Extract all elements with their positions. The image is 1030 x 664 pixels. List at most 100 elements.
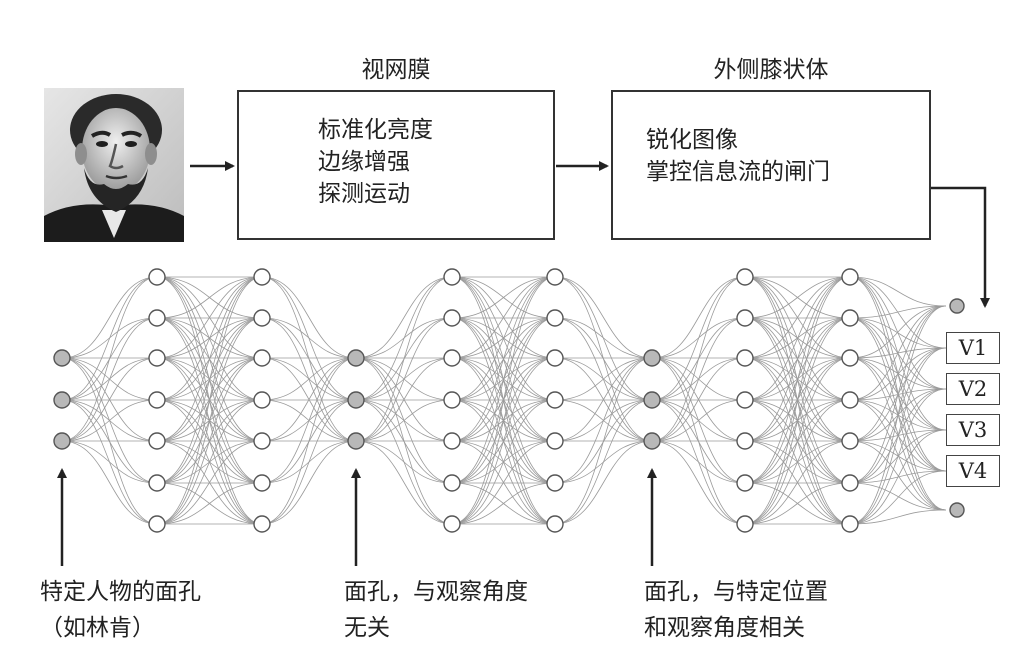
network-node (148, 309, 166, 327)
network-connection (651, 317, 746, 442)
network-connection (61, 440, 158, 525)
network-connection (451, 276, 556, 525)
network-connection (451, 276, 556, 484)
network-connection (849, 440, 947, 511)
network-connection (156, 317, 263, 525)
network-connection (61, 317, 158, 442)
network-connection (744, 482, 851, 525)
network-connection (451, 276, 556, 319)
caption-middle-layer: 面孔，与观察角度 无关 (344, 574, 528, 646)
visual-area-v3: V3 (946, 414, 1000, 446)
network-connection (554, 440, 653, 525)
visual-area-v4: V4 (946, 455, 1000, 487)
network-connection (744, 276, 851, 525)
network-connection (744, 276, 851, 442)
network-connection (156, 276, 263, 525)
network-node (546, 391, 564, 409)
network-connection (355, 440, 453, 484)
network-node (546, 349, 564, 367)
network-node (148, 349, 166, 367)
network-node (736, 391, 754, 409)
caption-right-line-1: 面孔，与特定位置 (644, 579, 828, 605)
network-connection (651, 276, 746, 401)
network-connection (61, 276, 158, 442)
network-node (736, 309, 754, 327)
network-node (736, 474, 754, 492)
network-connection (554, 276, 653, 359)
network-connection (744, 317, 851, 525)
network-connection (355, 357, 453, 442)
network-connection (849, 305, 947, 442)
network-connection (451, 482, 556, 525)
network-node (736, 349, 754, 367)
network-connection (156, 399, 263, 525)
caption-input-line-1: 特定人物的面孔 (40, 579, 201, 605)
network-connection (156, 276, 263, 319)
network-connection (651, 276, 746, 359)
network-node (443, 515, 461, 533)
network-node-hub (643, 432, 661, 450)
network-connection (156, 357, 263, 525)
portrait-photo-icon (44, 88, 184, 242)
network-connection (651, 357, 746, 442)
network-connection (744, 357, 851, 525)
network-connection (849, 429, 947, 525)
network-connection (744, 276, 851, 484)
network-node (841, 349, 859, 367)
network-connection (651, 399, 746, 442)
network-connection (744, 440, 851, 525)
network-connection (451, 276, 556, 359)
lgn-title: 外侧膝状体 (713, 57, 829, 83)
network-node (443, 474, 461, 492)
network-connection (156, 440, 263, 525)
network-connection (849, 347, 947, 525)
network-node (443, 349, 461, 367)
network-connection (849, 276, 947, 349)
network-connection (261, 317, 357, 359)
network-node (841, 515, 859, 533)
network-connection (651, 440, 746, 525)
network-connection (554, 317, 653, 401)
network-node (546, 268, 564, 286)
retina-box (237, 90, 555, 240)
network-node (253, 432, 271, 450)
network-connection (355, 440, 453, 525)
network-node (841, 309, 859, 327)
network-connection (554, 357, 653, 442)
network-connection (156, 276, 263, 359)
network-node-hub (347, 349, 365, 367)
network-connection (651, 440, 746, 484)
network-connection (355, 276, 453, 359)
network-connection (261, 357, 357, 484)
network-connection (261, 357, 357, 401)
network-connection (355, 399, 453, 442)
network-connection (849, 388, 947, 525)
lgn-box (611, 90, 931, 240)
network-connection (554, 357, 653, 401)
network-connection (261, 440, 357, 525)
caption-input-line-2: （如林肯） (40, 615, 155, 641)
visual-area-v2: V2 (946, 373, 1000, 405)
network-connection (744, 276, 851, 319)
network-node (841, 474, 859, 492)
network-nodes (53, 268, 965, 533)
network-node (253, 268, 271, 286)
network-connection (451, 317, 556, 525)
network-node-hub (949, 298, 965, 314)
network-connection (61, 399, 158, 484)
network-connection (849, 482, 947, 511)
lgn-function-2: 掌控信息流的闸门 (646, 159, 830, 185)
caption-right-layer: 面孔，与特定位置 和观察角度相关 (644, 574, 828, 646)
network-connection (156, 276, 263, 442)
network-connection (156, 482, 263, 525)
network-connection (451, 440, 556, 525)
retina-title: 视网膜 (361, 57, 431, 83)
network-node (841, 391, 859, 409)
network-connection (156, 276, 263, 484)
caption-middle-line-1: 面孔，与观察角度 (344, 579, 528, 605)
network-connection (849, 305, 947, 525)
network-node-hub (53, 432, 71, 450)
network-connection (554, 317, 653, 359)
